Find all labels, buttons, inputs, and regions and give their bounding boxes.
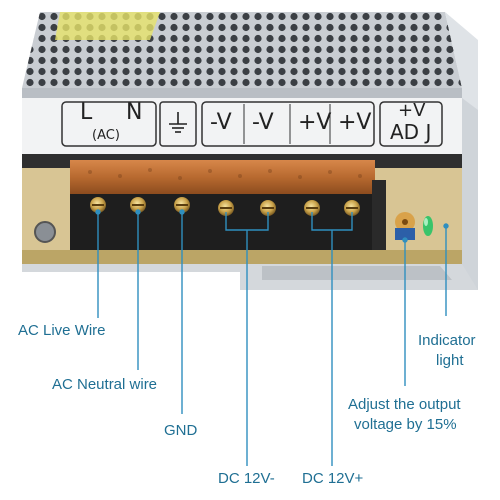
label-adj-bottom: AD J: [390, 120, 432, 144]
callout-dc-plus: DC 12V+: [302, 470, 364, 487]
callout-indicator-line2: light: [436, 352, 464, 369]
leader-lines: [95, 209, 449, 466]
earth-ground-icon: [165, 110, 191, 136]
label-adj-top: +V: [398, 100, 426, 121]
label-l: L: [80, 100, 93, 125]
label-dc-minus-1: -V: [210, 110, 232, 135]
callout-ac-live: AC Live Wire: [18, 322, 106, 339]
label-dc-plus-1: +V: [298, 110, 332, 135]
callout-ac-neutral: AC Neutral wire: [52, 376, 158, 393]
label-dc-plus-2: +V: [338, 110, 372, 135]
chassis-bottom: [22, 264, 478, 290]
callout-dc-minus: DC 12V-: [218, 470, 275, 487]
callout-gnd: GND: [164, 422, 198, 439]
adjust-potentiometer: [395, 212, 415, 240]
indicator-led: [423, 216, 433, 236]
label-dc-minus-2: -V: [252, 110, 274, 135]
chassis-side: [445, 12, 478, 290]
terminal-screws: [90, 197, 360, 216]
terminal-label-panel: [22, 98, 462, 154]
callout-indicator-line1: Indicator: [418, 332, 476, 349]
label-ac: (AC): [92, 128, 120, 143]
chassis-top: [22, 12, 462, 98]
callout-adjust-line1: Adjust the output: [348, 396, 461, 413]
callout-adjust-line2: voltage by 15%: [354, 416, 457, 433]
label-n: N: [126, 100, 143, 125]
